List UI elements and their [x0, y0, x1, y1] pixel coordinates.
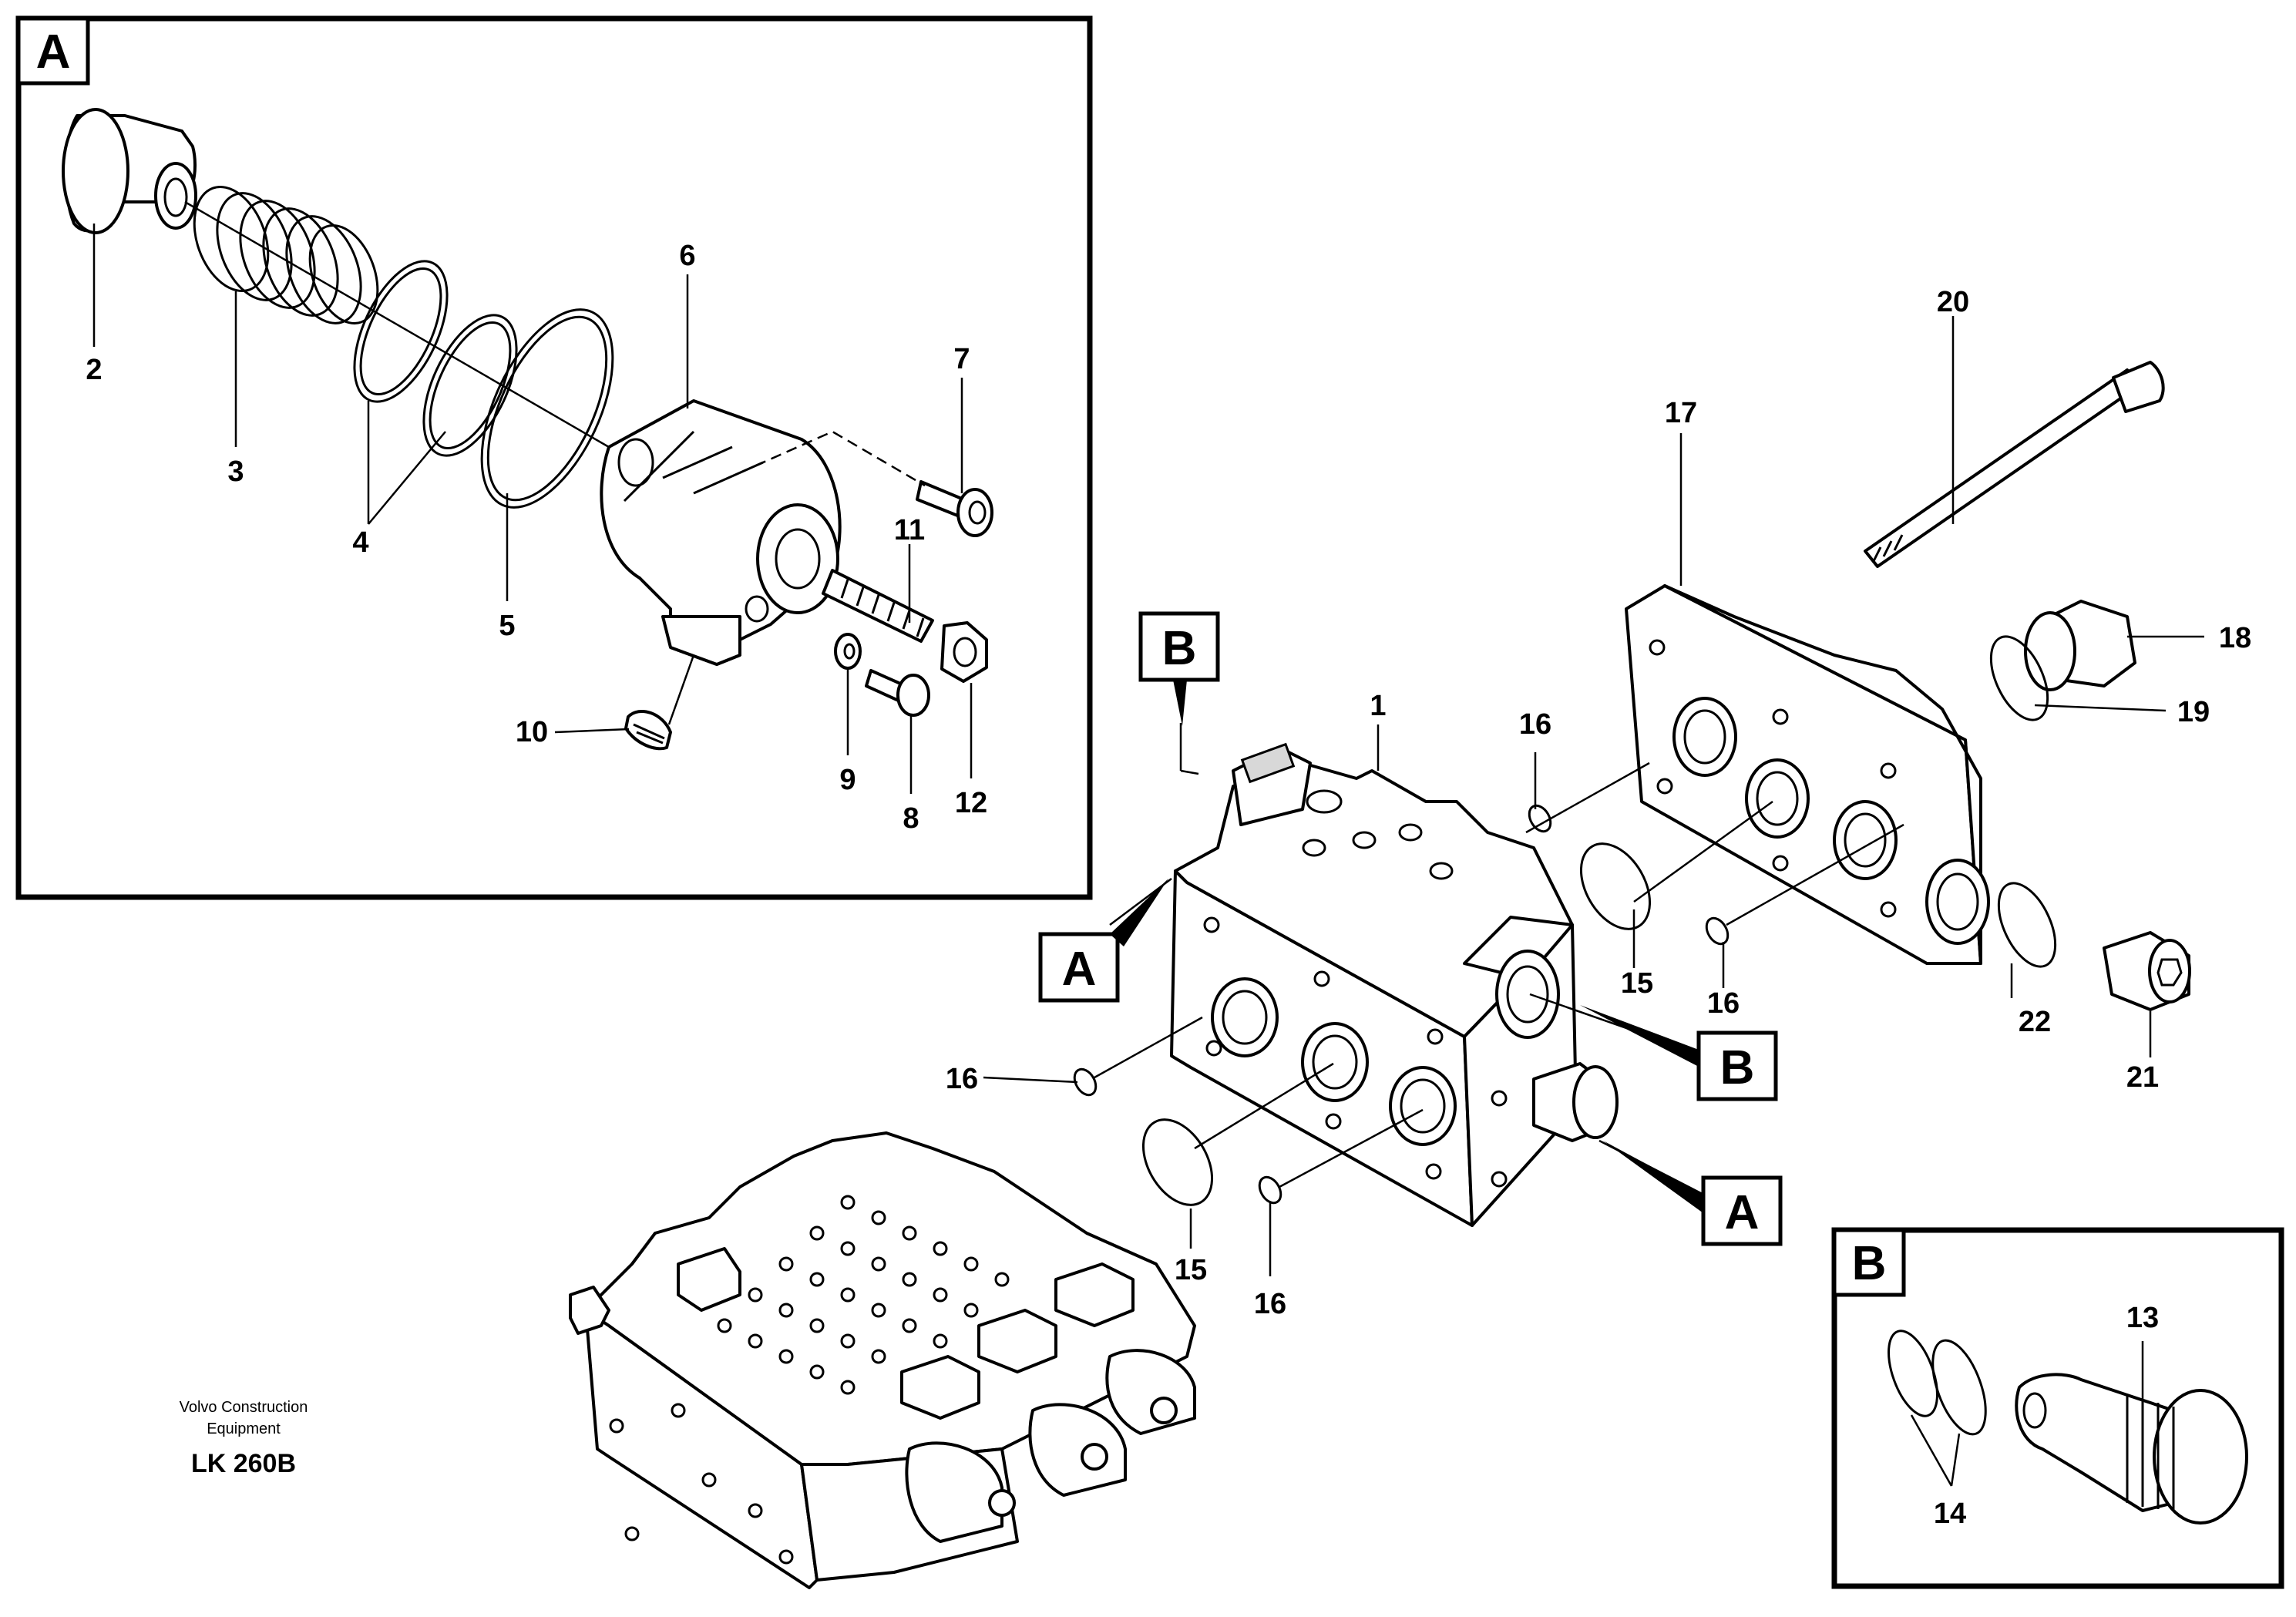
label-1: 1	[1370, 690, 1386, 722]
callout-b-right-label: B	[1720, 1041, 1755, 1094]
label-21: 21	[2126, 1061, 2159, 1094]
label-11: 11	[894, 514, 925, 546]
label-6: 6	[679, 240, 695, 272]
credit-line-1: Volvo Construction	[180, 1399, 308, 1416]
label-17: 17	[1665, 397, 1697, 429]
label-20: 20	[1937, 286, 1969, 318]
label-2: 2	[86, 354, 102, 386]
seal-16-bottom	[1258, 1175, 1282, 1205]
o-ring-15-left	[1141, 1118, 1214, 1206]
stud-11-part	[822, 569, 934, 643]
valve-block-overview	[569, 1131, 1196, 1589]
label-14: 14	[1934, 1498, 1966, 1530]
detail-a-label-box	[16, 16, 90, 86]
label-10: 10	[516, 716, 548, 748]
spring-part	[193, 186, 379, 325]
overview-spools	[569, 1247, 1196, 1543]
housing-part	[600, 399, 842, 666]
label-22: 22	[2019, 1006, 2051, 1038]
label-12: 12	[955, 787, 987, 819]
detail-a-frame	[15, 15, 1093, 900]
leader-14b	[1950, 1433, 1961, 1487]
label-16-top: 16	[1519, 708, 1551, 741]
overview-holes	[609, 1195, 1010, 1565]
detail-a-label: A	[36, 25, 71, 79]
label-3: 3	[227, 456, 244, 488]
sleeve-part	[62, 108, 197, 234]
o-ring-15-right	[1579, 842, 1652, 930]
seal-16-left	[1073, 1067, 1098, 1097]
detail-b-label: B	[1852, 1237, 1887, 1290]
plug-10-part	[624, 709, 672, 751]
label-19: 19	[2177, 696, 2210, 728]
label-9: 9	[839, 764, 856, 796]
detail-b-panel: B 13 14	[1831, 1227, 2284, 1589]
washer-9-part	[834, 633, 862, 670]
label-13: 13	[2126, 1302, 2159, 1334]
callout-a-left-label: A	[1062, 943, 1097, 996]
credit-line-2: Equipment	[207, 1420, 281, 1437]
callout-a-left: A	[1038, 879, 1168, 1003]
callout-a-right: A	[1603, 1141, 1783, 1246]
label-15-left: 15	[1175, 1254, 1207, 1286]
valve-section-part	[1170, 742, 1619, 1227]
main-assembly: B A B A 1 17 20 18 19 22 21 16 15 16 16 …	[946, 286, 2251, 1320]
nut-12-part	[940, 621, 988, 683]
o-ring-14a-part	[1888, 1330, 1938, 1417]
label-4: 4	[352, 526, 368, 559]
leader-14a	[1910, 1414, 1953, 1487]
plug-21-part	[2103, 931, 2191, 1011]
label-18: 18	[2219, 622, 2251, 654]
o-ring-14b-part	[1931, 1339, 1987, 1436]
seal-16-top	[1528, 804, 1552, 833]
o-ring-19-part	[1989, 635, 2049, 721]
label-16-left: 16	[946, 1063, 978, 1095]
model-code: LK 260B	[191, 1449, 296, 1478]
long-bolt-part	[1864, 361, 2165, 568]
screw-8-part	[865, 669, 930, 717]
credits: Volvo Construction Equipment LK 260B	[180, 1399, 308, 1478]
o-ring-22-part	[1997, 882, 2057, 968]
label-16-right: 16	[1707, 987, 1740, 1020]
o-rings-part	[353, 260, 518, 457]
cartridge-13-part	[2015, 1373, 2248, 1525]
end-cover-part	[1625, 584, 1990, 965]
detail-a-leaders	[92, 224, 973, 794]
detail-b-label-box	[1832, 1228, 1906, 1297]
large-o-ring-part	[480, 308, 614, 509]
callout-b-top: B	[1138, 611, 1220, 726]
label-16-bottom: 16	[1254, 1288, 1286, 1320]
plug-18-part	[2024, 600, 2136, 691]
label-8: 8	[903, 802, 919, 835]
callout-b-right: B	[1580, 1005, 1778, 1101]
label-7: 7	[953, 343, 970, 375]
callout-a-right-label: A	[1725, 1186, 1760, 1239]
label-15-right: 15	[1621, 967, 1653, 1000]
bolt-7-part	[693, 430, 993, 537]
seal-16-right	[1705, 916, 1730, 946]
label-5: 5	[499, 610, 515, 642]
detail-a-panel: A	[15, 15, 1093, 900]
detail-a-axis	[184, 200, 610, 449]
callout-b-top-label: B	[1162, 622, 1197, 675]
detail-b-frame	[1831, 1227, 2284, 1589]
